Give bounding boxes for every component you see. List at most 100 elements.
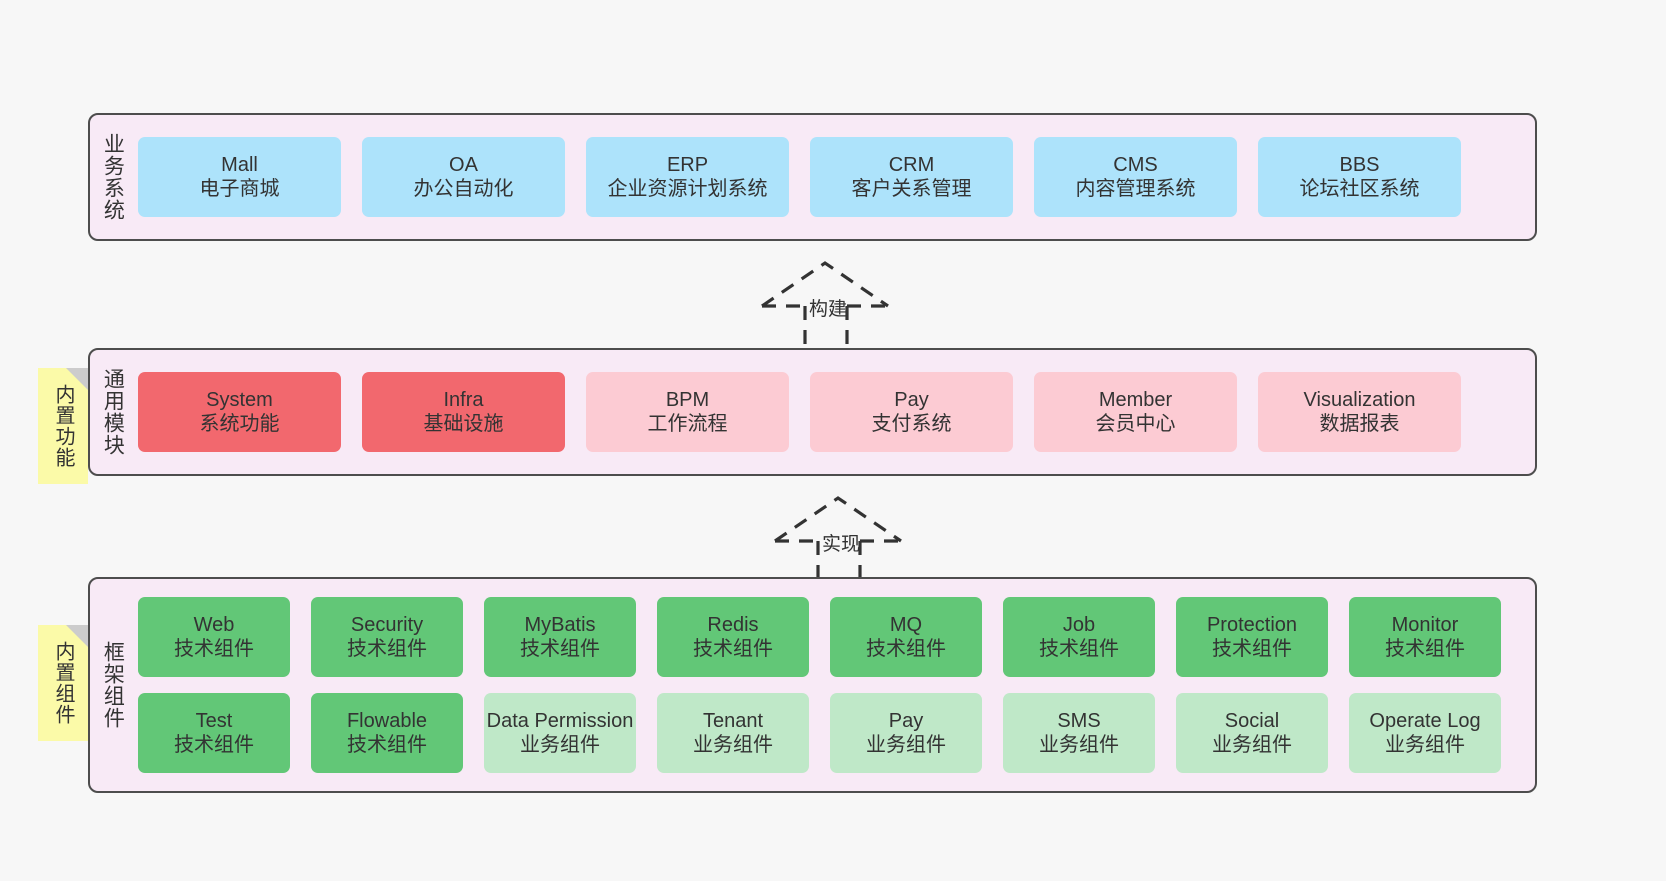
connector-build-label: 构建 <box>809 299 848 320</box>
node-title: Visualization <box>1303 388 1416 411</box>
node-subtitle: 业务组件 <box>1039 734 1119 756</box>
node-test[interactable]: Test 技术组件 <box>138 693 290 773</box>
node-title: Redis <box>707 613 759 636</box>
node-subtitle: 数据报表 <box>1319 413 1400 435</box>
node-tenant[interactable]: Tenant 业务组件 <box>657 693 809 773</box>
note-builtin-component[interactable]: 内置组件 <box>38 625 88 741</box>
node-title: Flowable <box>346 709 428 732</box>
note-label: 内置组件 <box>52 641 74 725</box>
node-subtitle: 企业资源计划系统 <box>607 178 768 200</box>
node-subtitle: 系统功能 <box>199 413 280 435</box>
node-title: MQ <box>889 613 923 636</box>
framework-business-row: Test 技术组件 Flowable 技术组件 Data Permission … <box>138 693 1525 773</box>
layer-title-common-module: 通用模块 <box>101 368 125 456</box>
node-subtitle: 技术组件 <box>1212 638 1292 660</box>
node-title: OA <box>449 153 478 176</box>
layer-title-business-system: 业务系统 <box>101 133 125 221</box>
node-pay-component[interactable]: Pay 业务组件 <box>830 693 982 773</box>
node-title: Test <box>195 709 233 732</box>
node-title: Pay <box>894 388 929 411</box>
node-security[interactable]: Security 技术组件 <box>311 597 463 677</box>
node-title: Mall <box>221 153 258 176</box>
node-system[interactable]: System 系统功能 <box>138 372 341 452</box>
node-subtitle: 技术组件 <box>347 734 427 756</box>
node-title: BBS <box>1339 153 1380 176</box>
node-subtitle: 业务组件 <box>520 734 600 756</box>
node-title: System <box>206 388 273 411</box>
note-fold-corner-icon <box>66 368 88 390</box>
node-subtitle: 业务组件 <box>1212 734 1292 756</box>
node-mq[interactable]: MQ 技术组件 <box>830 597 982 677</box>
node-subtitle: 技术组件 <box>1039 638 1119 660</box>
node-subtitle: 客户关系管理 <box>851 178 972 200</box>
node-subtitle: 技术组件 <box>174 734 254 756</box>
node-subtitle: 内容管理系统 <box>1075 178 1196 200</box>
node-title: MyBatis <box>524 613 596 636</box>
note-fold-corner-icon <box>66 625 88 647</box>
node-subtitle: 业务组件 <box>693 734 773 756</box>
layer-body-framework-component: Web 技术组件 Security 技术组件 MyBatis 技术组件 Redi… <box>134 579 1535 791</box>
layer-common-module[interactable]: 通用模块 System 系统功能 Infra 基础设施 BPM 工作流程 Pay… <box>88 348 1537 476</box>
node-crm[interactable]: CRM 客户关系管理 <box>810 137 1013 217</box>
node-subtitle: 业务组件 <box>866 734 946 756</box>
connector-build: 构建 <box>757 258 937 348</box>
business-node-row: Mall 电子商城 OA 办公自动化 ERP 企业资源计划系统 CRM 客户关系… <box>138 137 1525 217</box>
node-oa[interactable]: OA 办公自动化 <box>362 137 565 217</box>
node-subtitle: 技术组件 <box>866 638 946 660</box>
node-pay-module[interactable]: Pay 支付系统 <box>810 372 1013 452</box>
node-web[interactable]: Web 技术组件 <box>138 597 290 677</box>
node-title: Member <box>1098 388 1173 411</box>
node-subtitle: 技术组件 <box>347 638 427 660</box>
node-redis[interactable]: Redis 技术组件 <box>657 597 809 677</box>
node-title: Operate Log <box>1369 709 1481 732</box>
node-protection[interactable]: Protection 技术组件 <box>1176 597 1328 677</box>
node-job[interactable]: Job 技术组件 <box>1003 597 1155 677</box>
node-flowable[interactable]: Flowable 技术组件 <box>311 693 463 773</box>
node-subtitle: 会员中心 <box>1095 413 1176 435</box>
layer-framework-component[interactable]: 框架组件 Web 技术组件 Security 技术组件 MyBatis 技术组件… <box>88 577 1537 793</box>
node-mybatis[interactable]: MyBatis 技术组件 <box>484 597 636 677</box>
note-builtin-function[interactable]: 内置功能 <box>38 368 88 484</box>
node-data-permission[interactable]: Data Permission 业务组件 <box>484 693 636 773</box>
node-subtitle: 技术组件 <box>1385 638 1465 660</box>
node-title: BPM <box>665 388 710 411</box>
node-subtitle: 办公自动化 <box>413 178 514 200</box>
node-title: ERP <box>666 153 709 176</box>
node-social[interactable]: Social 业务组件 <box>1176 693 1328 773</box>
node-visualization[interactable]: Visualization 数据报表 <box>1258 372 1461 452</box>
node-bbs[interactable]: BBS 论坛社区系统 <box>1258 137 1461 217</box>
node-subtitle: 基础设施 <box>423 413 504 435</box>
layer-body-common-module: System 系统功能 Infra 基础设施 BPM 工作流程 Pay 支付系统… <box>134 350 1535 474</box>
node-title: Web <box>193 613 235 636</box>
node-infra[interactable]: Infra 基础设施 <box>362 372 565 452</box>
node-subtitle: 业务组件 <box>1385 734 1465 756</box>
node-title: Security <box>350 613 424 636</box>
connector-realize: 实现 <box>770 493 950 583</box>
note-label: 内置功能 <box>52 384 74 468</box>
node-monitor[interactable]: Monitor 技术组件 <box>1349 597 1501 677</box>
node-mall[interactable]: Mall 电子商城 <box>138 137 341 217</box>
layer-title-framework-component: 框架组件 <box>101 641 125 729</box>
node-bpm[interactable]: BPM 工作流程 <box>586 372 789 452</box>
node-subtitle: 支付系统 <box>871 413 952 435</box>
node-title: CRM <box>888 153 935 176</box>
node-title: Pay <box>888 709 924 732</box>
node-subtitle: 技术组件 <box>520 638 600 660</box>
node-subtitle: 技术组件 <box>693 638 773 660</box>
node-title: Job <box>1062 613 1096 636</box>
node-erp[interactable]: ERP 企业资源计划系统 <box>586 137 789 217</box>
node-cms[interactable]: CMS 内容管理系统 <box>1034 137 1237 217</box>
node-sms[interactable]: SMS 业务组件 <box>1003 693 1155 773</box>
node-title: Social <box>1224 709 1280 732</box>
layer-business-system[interactable]: 业务系统 Mall 电子商城 OA 办公自动化 ERP 企业资源计划系统 CRM… <box>88 113 1537 241</box>
node-operate-log[interactable]: Operate Log 业务组件 <box>1349 693 1501 773</box>
node-subtitle: 电子商城 <box>199 178 280 200</box>
node-title: Monitor <box>1391 613 1459 636</box>
layer-body-business-system: Mall 电子商城 OA 办公自动化 ERP 企业资源计划系统 CRM 客户关系… <box>134 115 1535 239</box>
connector-realize-label: 实现 <box>822 534 861 555</box>
node-title: Infra <box>443 388 484 411</box>
build-arrowhead <box>761 261 889 308</box>
node-title: Data Permission <box>486 709 634 732</box>
node-member[interactable]: Member 会员中心 <box>1034 372 1237 452</box>
